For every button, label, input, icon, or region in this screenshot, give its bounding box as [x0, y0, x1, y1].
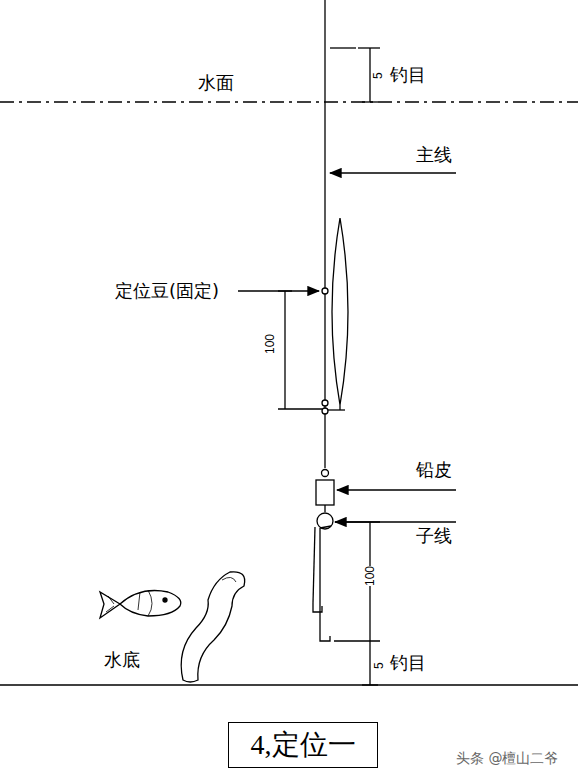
part-label: 主线 [416, 146, 452, 164]
callout-text: 钓目 [390, 654, 426, 672]
callout-text: 钓目 [390, 66, 426, 84]
bottom-label: 水底 [104, 651, 140, 669]
dimension-number: 100 [264, 334, 276, 354]
caption-text: 4,定位一 [251, 726, 356, 764]
water-surface-label: 水面 [198, 74, 234, 92]
caption-box: 4,定位一 [228, 722, 378, 768]
part-label: 子线 [416, 527, 452, 545]
part-label: 铅皮 [416, 461, 452, 479]
watermark: 头条 @檀山二爷 [456, 751, 558, 765]
dimension-number: 5 [372, 72, 384, 79]
part-label: 定位豆(固定) [115, 282, 219, 300]
dimension-number: 100 [364, 566, 376, 586]
dimension-number: 5 [373, 662, 385, 669]
